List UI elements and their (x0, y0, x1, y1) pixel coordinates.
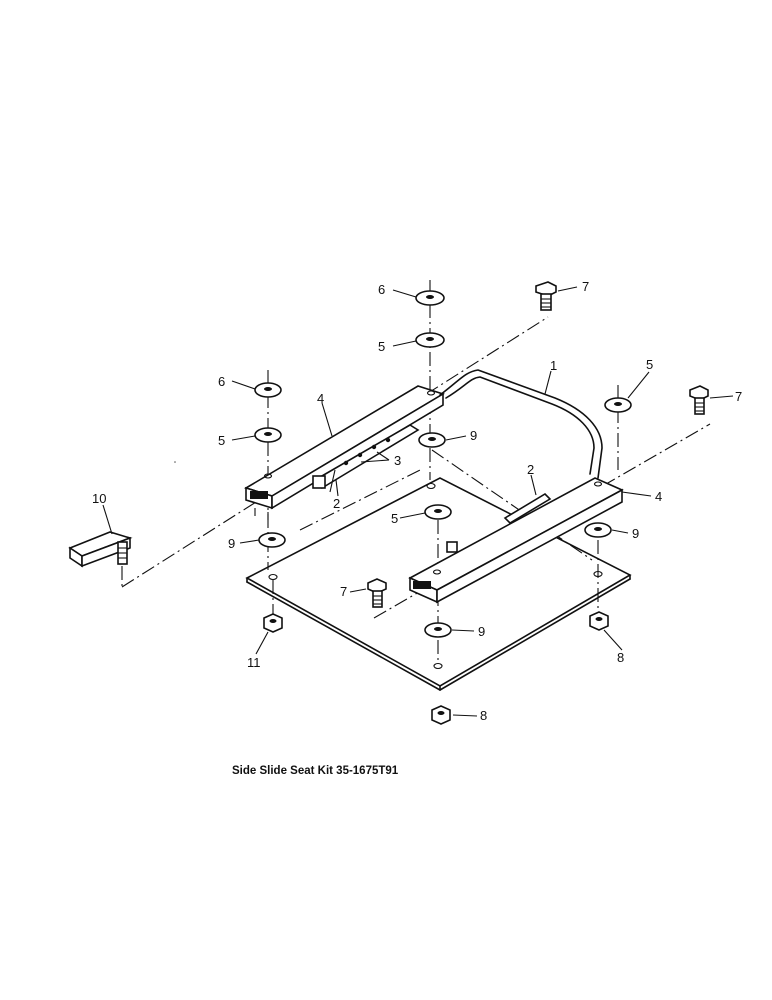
callout-5-left: 5 (218, 433, 225, 448)
callout-11: 11 (247, 655, 261, 670)
nuts (263, 611, 609, 725)
callout-9-center: 9 (470, 428, 477, 443)
washer-9-center (418, 432, 446, 448)
callout-9-right: 9 (632, 526, 639, 541)
hook-bracket (68, 531, 133, 588)
washer-5-mid (424, 504, 452, 520)
callout-4-right: 4 (655, 489, 662, 504)
washer-6-left (254, 382, 282, 398)
latch-mechanism (312, 424, 420, 493)
callout-8-bottom: 8 (480, 708, 487, 723)
washer-5-top (415, 332, 445, 348)
callout-5-top: 5 (378, 339, 385, 354)
callout-6-left: 6 (218, 374, 225, 389)
washers (254, 290, 632, 638)
nut-8-bottom (431, 705, 451, 725)
callout-4-left: 4 (317, 391, 324, 406)
washer-5-right (604, 397, 632, 413)
washer-9-bottom (424, 622, 452, 638)
control-handle-loop (439, 369, 603, 479)
callout-5-right: 5 (646, 357, 653, 372)
callout-2-right: 2 (527, 462, 534, 477)
callout-10: 10 (92, 491, 106, 506)
callout-9-left: 9 (228, 536, 235, 551)
callout-7-top: 7 (582, 279, 589, 294)
bolt-7-top (535, 281, 557, 311)
bolt-7-bottom (367, 578, 387, 608)
callout-5-mid: 5 (391, 511, 398, 526)
callout-3: 3 (394, 453, 401, 468)
washer-9-right (584, 522, 612, 538)
callout-labels: 6 5 7 6 5 4 1 5 7 9 3 2 2 4 10 5 9 9 7 9… (92, 279, 742, 723)
washer-5-left (254, 427, 282, 443)
washer-9-left (258, 532, 286, 548)
nut-8-right (589, 611, 609, 631)
callout-6-top: 6 (378, 282, 385, 297)
bolts (367, 281, 709, 608)
callout-9-bottom: 9 (478, 624, 485, 639)
callout-1: 1 (550, 358, 557, 373)
bolt-7-right (689, 385, 709, 415)
callout-7-bottom: 7 (340, 584, 347, 599)
callout-2-left: 2 (333, 496, 340, 511)
nut-11 (263, 613, 283, 633)
washer-6-top (415, 290, 445, 306)
stray-dot (174, 461, 176, 463)
callout-7-right: 7 (735, 389, 742, 404)
leader-lines (102, 286, 734, 717)
callout-8-right: 8 (617, 650, 624, 665)
right-slide-rail (408, 477, 624, 604)
diagram-caption: Side Slide Seat Kit 35-1675T91 (232, 765, 399, 777)
